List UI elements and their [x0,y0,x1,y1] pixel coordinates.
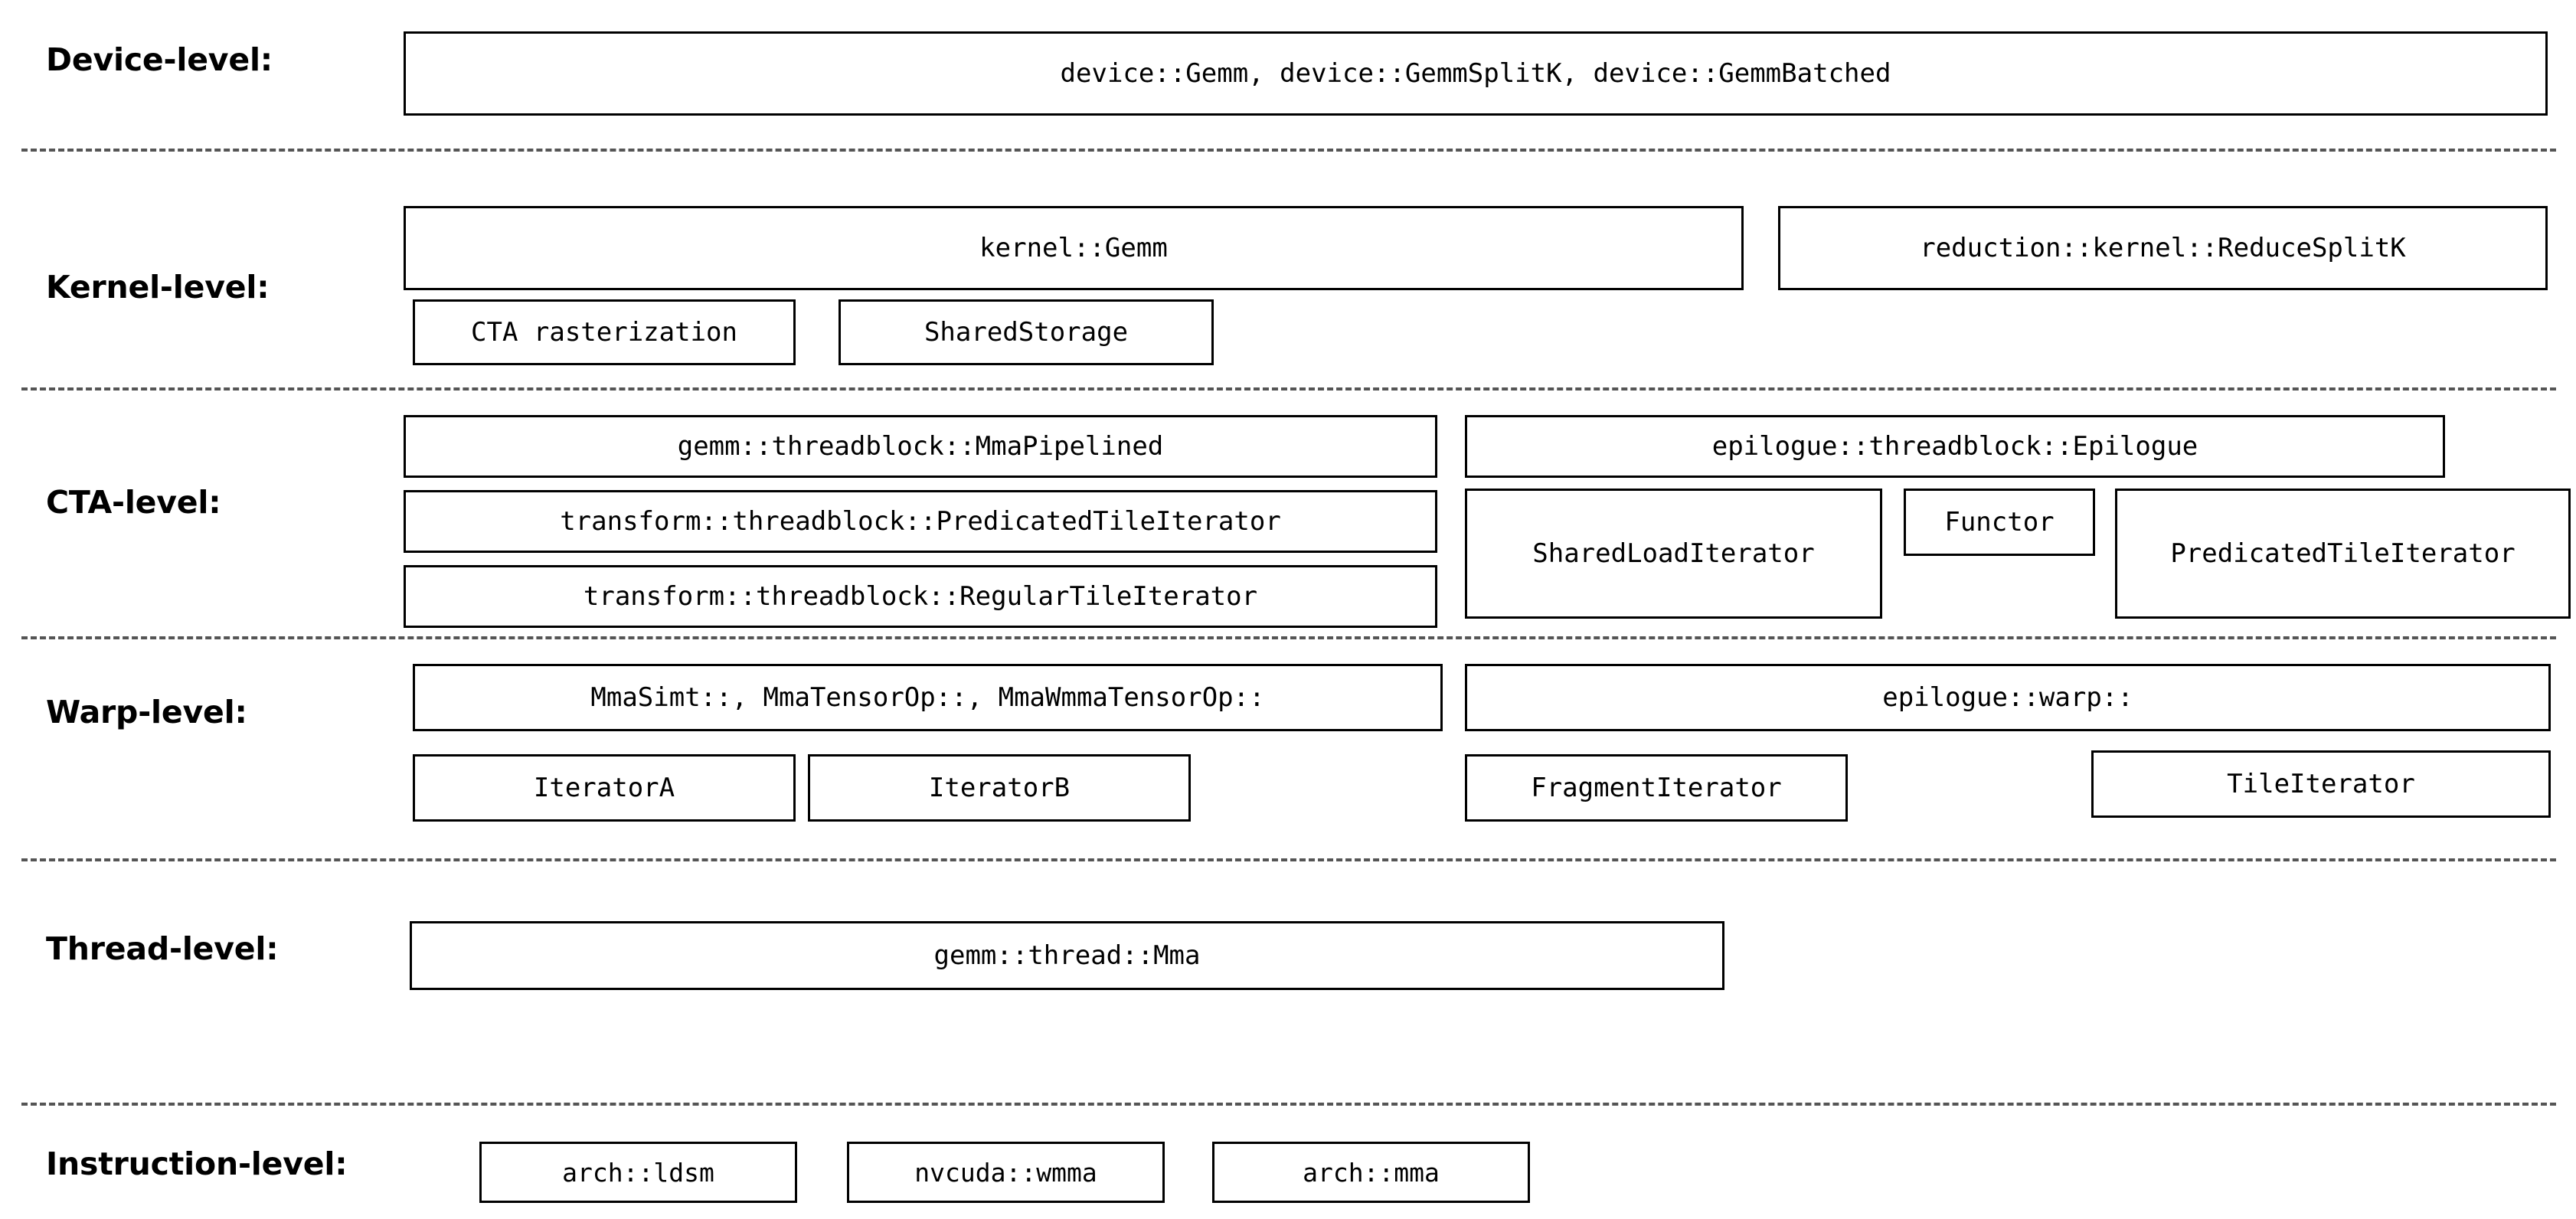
level-label-instruction: Instruction-level: [46,1145,348,1182]
level-label-cta: CTA-level: [46,484,221,521]
box-transform-threadblock-regulartileiterator[interactable]: transform::threadblock::RegularTileItera… [404,565,1437,628]
box-iterator-b[interactable]: IteratorB [808,754,1191,822]
divider-cta-warp [21,636,2556,639]
box-device-gemm[interactable]: device::Gemm, device::GemmSplitK, device… [404,31,2548,116]
box-kernel-gemm[interactable]: kernel::Gemm [404,206,1744,290]
box-sharedstorage[interactable]: SharedStorage [839,299,1214,365]
box-cta-rasterization[interactable]: CTA rasterization [413,299,796,365]
level-label-kernel: Kernel-level: [46,269,270,306]
box-tile-iterator[interactable]: TileIterator [2091,750,2551,818]
box-gemm-thread-mma[interactable]: gemm::thread::Mma [410,921,1724,990]
level-label-warp: Warp-level: [46,694,247,730]
box-nvcuda-wmma[interactable]: nvcuda::wmma [847,1142,1165,1203]
box-epilogue-warp[interactable]: epilogue::warp:: [1465,664,2551,731]
box-sharedloaditerator[interactable]: SharedLoadIterator [1465,489,1882,619]
box-transform-threadblock-predicatedtileiterator[interactable]: transform::threadblock::PredicatedTileIt… [404,490,1437,553]
divider-warp-thread [21,858,2556,861]
level-label-device: Device-level: [46,41,273,78]
box-iterator-a[interactable]: IteratorA [413,754,796,822]
box-arch-mma[interactable]: arch::mma [1212,1142,1530,1203]
divider-device-kernel [21,149,2556,152]
box-fragment-iterator[interactable]: FragmentIterator [1465,754,1848,822]
box-gemm-threadblock-mmapipelined[interactable]: gemm::threadblock::MmaPipelined [404,415,1437,478]
box-epilogue-predicatedtileiterator[interactable]: PredicatedTileIterator [2115,489,2571,619]
box-epilogue-threadblock-epilogue[interactable]: epilogue::threadblock::Epilogue [1465,415,2445,478]
box-warp-mma-ops[interactable]: MmaSimt::, MmaTensorOp::, MmaWmmaTensorO… [413,664,1443,731]
box-arch-ldsm[interactable]: arch::ldsm [479,1142,797,1203]
box-functor[interactable]: Functor [1904,489,2095,556]
divider-thread-instruction [21,1103,2556,1106]
box-reduction-kernel-reducesplitk[interactable]: reduction::kernel::ReduceSplitK [1778,206,2548,290]
divider-kernel-cta [21,387,2556,391]
level-label-thread: Thread-level: [46,930,279,967]
